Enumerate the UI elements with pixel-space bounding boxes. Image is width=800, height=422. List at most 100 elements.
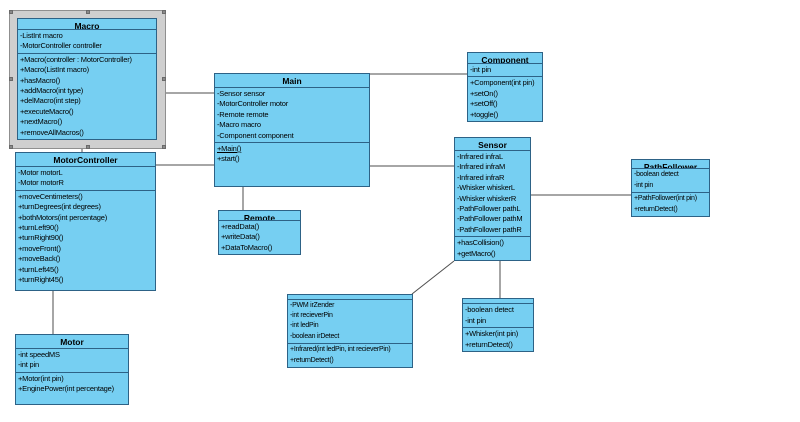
class-attributes: -PWM irZender -int recieverPin -int ledPin… [288,300,412,345]
class-box-pathfollower[interactable]: PathFollower -boolean detect -int pin +Pa… [631,159,710,217]
class-member: +Macro(controller : MotorController) [20,54,132,64]
class-member: +turnRight45() [18,275,64,285]
class-member: -int pin [18,360,39,370]
class-attributes: -Infrared infraL-Infrared infraM-Infrare… [455,151,530,238]
class-member: +Motor(int pin) [18,373,64,383]
class-member: -PathFollower pathM [457,214,523,224]
class-member: -int pin [465,315,486,325]
class-member: +bothMotors(int percentage) [18,212,108,222]
class-methods: +Motor(int pin)+EnginePower(int percenta… [16,373,128,404]
class-title: Whisker [463,299,533,305]
class-member: -int pin [634,181,654,189]
class-box-motorcontroller[interactable]: MotorController -Motor motorL-Motor moto… [15,152,156,291]
class-member: -int ledPin [290,322,319,330]
selection-handle[interactable] [162,77,166,81]
class-member: -PWM irZender [290,301,335,309]
class-member: +Macro(ListInt macro) [20,65,89,75]
selection-handle[interactable] [9,77,13,81]
class-attributes: -ListInt macro-MotorController controlle… [18,30,156,54]
class-member: +EnginePower(int percentage) [18,384,114,394]
class-attributes: -boolean detect-int pin [463,304,533,329]
class-member: +turnLeft90() [18,223,59,233]
class-member: +toggle() [470,109,499,119]
class-title: MotorController [16,153,155,167]
class-member: -PathFollower pathR [457,224,522,234]
class-member: +Infrared(int ledPin, int recieverPin) [290,346,391,354]
class-box-motor[interactable]: Motor -int speedMS-int pin +Motor(int pi… [15,334,129,405]
selection-handle[interactable] [86,145,90,149]
class-member: +Main() [217,144,242,154]
class-member: +writeData() [221,232,260,242]
class-member: +start() [217,154,240,164]
class-title: Infrared [288,295,412,300]
class-title: PathFollower [632,160,709,170]
class-member: -ListInt macro [20,30,63,40]
class-member: -Macro macro [217,120,261,130]
class-member: +executeMacro() [20,106,74,116]
selection-handle[interactable] [86,10,90,14]
class-member: +setOff() [470,99,498,109]
class-methods: +Macro(controller : MotorController)+Mac… [18,54,156,139]
class-title: Sensor [455,138,530,151]
class-title: Motor [16,335,128,349]
class-box-component[interactable]: Component -int pin +Component(int pin)+s… [467,52,543,122]
class-box-macro[interactable]: Macro -ListInt macro-MotorController con… [17,18,157,140]
class-member: -Whisker whiskerL [457,183,515,193]
class-member: +removeAllMacros() [20,127,84,137]
class-member: +moveFront() [18,243,61,253]
class-member: -Remote remote [217,109,269,119]
class-member: -boolean irDetect [290,332,340,340]
class-methods: +Whisker(int pin)+returnDetect() [463,328,533,351]
class-member: +readData() [221,221,260,231]
class-methods: +Infrared(int ledPin, int recieverPin) +r… [288,344,412,367]
class-title: Component [468,53,542,64]
selection-handle[interactable] [162,145,166,149]
class-box-remote[interactable]: Remote +readData()+writeData()+DataToMac… [218,210,301,255]
class-member: +delMacro(int step) [20,96,81,106]
class-member: +returnDetect() [290,356,334,364]
class-member: +turnDegrees(int degrees) [18,202,101,212]
class-title: Main [215,74,369,88]
class-member: -Sensor sensor [217,89,266,98]
selection-handle[interactable] [162,10,166,14]
class-box-infrared[interactable]: Infrared -PWM irZender -int recieverPin -i… [287,294,413,368]
class-member: -boolean detect [634,171,679,179]
class-attributes: -Sensor sensor-MotorController motor-Rem… [215,88,369,144]
class-member: +hasCollision() [457,238,504,248]
class-member: -Whisker whiskerR [457,193,517,203]
class-member: +returnDetect() [634,205,678,213]
class-member: +addMacro(int type) [20,85,84,95]
class-methods: +readData()+writeData()+DataToMacro() [219,221,300,254]
class-title: Remote [219,211,300,221]
class-member: -int pin [470,64,491,74]
class-methods: +moveCentimeters()+turnDegrees(int degre… [16,191,155,290]
class-member: +turnRight90() [18,233,64,243]
class-member: +moveCentimeters() [18,191,83,201]
class-member: -MotorController controller [20,41,102,51]
class-member: -int recieverPin [290,311,333,319]
class-methods: +hasCollision()+getMacro() [455,237,530,260]
class-attributes: -Motor motorL-Motor motorR [16,167,155,191]
class-member: -MotorController motor [217,99,289,109]
class-attributes: -boolean detect -int pin [632,169,709,194]
class-member: -Infrared infraM [457,162,506,172]
class-member: -Motor motorL [18,168,63,177]
selection-handle[interactable] [9,145,13,149]
class-box-whisker[interactable]: Whisker -boolean detect-int pin +Whisker… [462,298,534,352]
class-member: +returnDetect() [465,339,513,349]
selection-handle[interactable] [9,10,13,14]
class-member: +PathFollower(int pin) [634,195,697,203]
class-box-sensor[interactable]: Sensor -Infrared infraL-Infrared infraM-… [454,137,531,261]
class-member: -Motor motorR [18,178,64,188]
class-title: Macro [18,19,156,30]
class-member: -Infrared infraL [457,151,503,161]
class-methods: +Main()+start() [215,143,369,186]
connector-sensor-infrared[interactable] [411,260,455,295]
class-member: +nextMacro() [20,117,62,127]
class-attributes: -int speedMS-int pin [16,349,128,373]
class-attributes: -int pin [468,64,542,78]
class-box-main[interactable]: Main -Sensor sensor-MotorController moto… [214,73,370,187]
class-member: +turnLeft45() [18,264,59,274]
